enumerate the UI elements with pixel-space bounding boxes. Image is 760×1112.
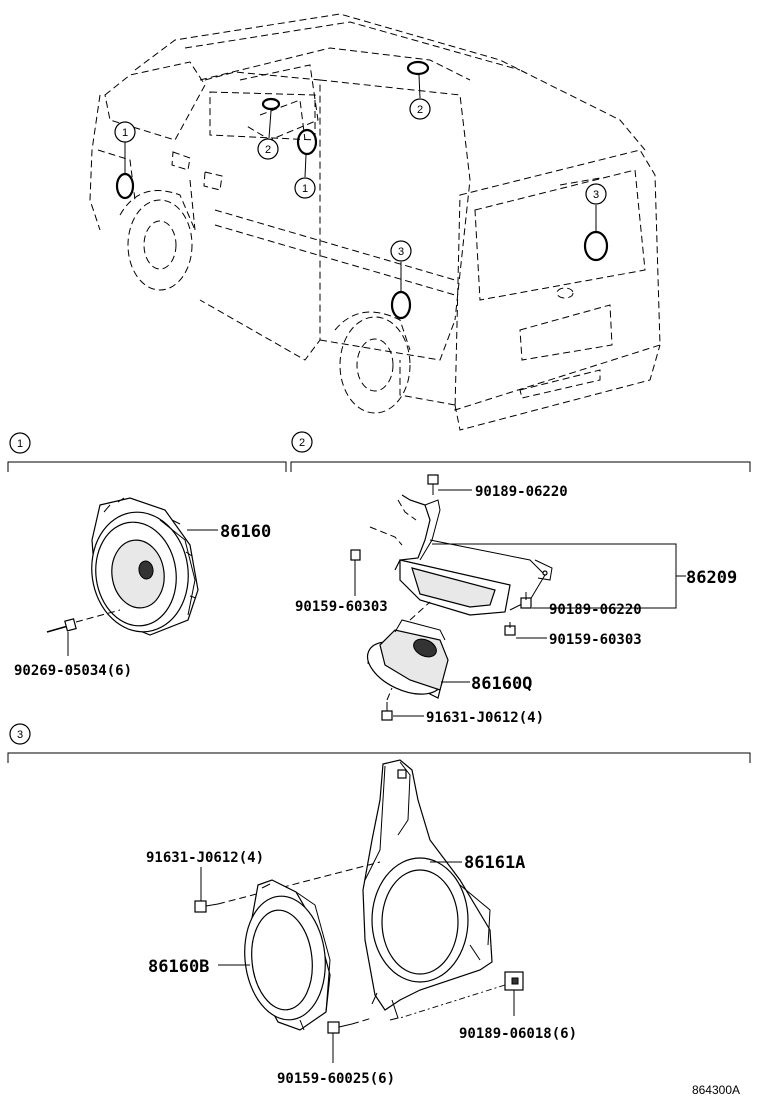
svg-text:1: 1: [122, 127, 128, 139]
section-1-header: 1: [7, 432, 287, 472]
rear-speaker-bracket-icon: [362, 759, 493, 1021]
part-86209: 86209: [686, 568, 737, 588]
section-2-dash-speaker: 90189-06220 86209 90159-60303: [295, 474, 737, 726]
rear-speaker-icon: [244, 879, 331, 1031]
part-86160B: 86160B: [148, 957, 209, 977]
section-3-rear-speaker: 86161A 91631-J0612(4) 86160B 90189-06018…: [146, 759, 577, 1087]
part-90189-06018: 90189-06018(6): [459, 1026, 577, 1042]
svg-text:2: 2: [265, 144, 271, 156]
screw-bottom-icon: [327, 1017, 373, 1034]
part-90159-60303-left: 90159-60303: [295, 599, 388, 615]
bolt-right-icon: [520, 592, 532, 609]
screw-icon: [46, 609, 121, 633]
svg-text:3: 3: [398, 246, 404, 258]
svg-text:1: 1: [17, 438, 23, 450]
svg-text:1: 1: [302, 183, 308, 195]
callout-2-dash: 2: [257, 138, 279, 160]
part-86160: 86160: [220, 522, 271, 542]
section-1-front-speaker: 86160 90269-05034(6): [14, 497, 271, 679]
callout-2-roof: 2: [409, 98, 431, 120]
screw-left-icon: [350, 549, 361, 572]
svg-text:3: 3: [593, 189, 599, 201]
part-90189-06220-right: 90189-06220: [549, 602, 642, 618]
part-86161A: 86161A: [464, 853, 525, 873]
callout-1-door: 1: [294, 177, 316, 199]
callout-3-side: 3: [390, 240, 412, 262]
screw-right-icon: [504, 622, 516, 636]
part-86160Q: 86160Q: [471, 674, 532, 694]
screw-bottom-icon: [381, 687, 393, 721]
dash-speaker-icon: [366, 601, 449, 699]
bolt-icon: [427, 474, 439, 495]
callout-1-front: 1: [114, 121, 136, 143]
section-3-header: 3: [7, 723, 751, 763]
part-91631-J0612-section3: 91631-J0612(4): [146, 850, 264, 866]
callout-3-rear: 3: [585, 183, 607, 205]
diagram-id: 864300A: [692, 1083, 740, 1097]
part-90159-60303-right: 90159-60303: [549, 632, 642, 648]
speaker-bracket-icon: [369, 494, 553, 616]
part-90159-60025: 90159-60025(6): [277, 1071, 395, 1087]
part-91631-J0612-section2: 91631-J0612(4): [426, 710, 544, 726]
svg-text:2: 2: [299, 437, 305, 449]
front-door-speaker-icon: [91, 497, 199, 636]
svg-text:2: 2: [417, 104, 423, 116]
van-illustration: 1 2 2 1 3 3: [89, 13, 661, 431]
part-90189-06220-top: 90189-06220: [475, 484, 568, 500]
section-2-header: 2: [290, 431, 751, 472]
svg-text:3: 3: [17, 729, 23, 741]
part-90269-05034: 90269-05034(6): [14, 663, 132, 679]
